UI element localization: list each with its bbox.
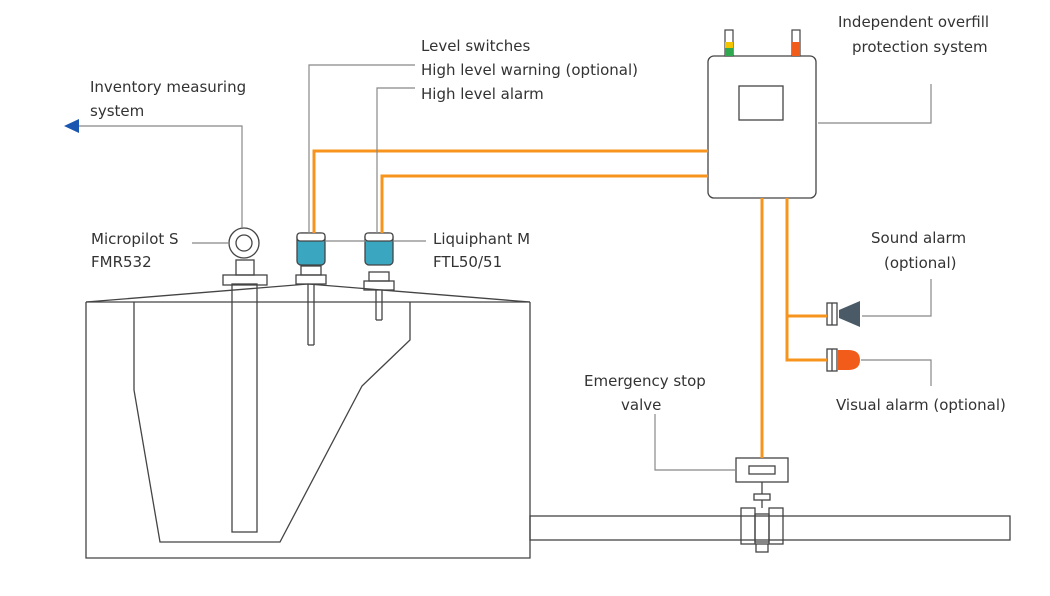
level-switch-icon	[296, 232, 326, 266]
indicator-lamp-right	[791, 29, 801, 57]
visual-alarm-device	[826, 348, 860, 372]
level-switch-alarm	[363, 232, 395, 321]
arrow-left-icon	[64, 119, 79, 133]
high-alarm-label: High level alarm	[421, 85, 544, 103]
emergency-stop-valve	[735, 457, 789, 553]
high-warning-label: High level warning (optional)	[421, 61, 638, 79]
inventory-label-2: system	[90, 102, 144, 120]
micropilot-label-1: Micropilot S	[91, 230, 179, 248]
pipeline	[529, 515, 1011, 541]
sound-alarm-label-1: Sound alarm	[871, 229, 966, 247]
level-switches-label: Level switches	[421, 37, 530, 55]
micropilot-sensor	[222, 227, 268, 286]
overfill-label-2: protection system	[852, 38, 988, 56]
diagram-labels: Inventory measuring system Level switche…	[90, 13, 1006, 414]
estop-label-1: Emergency stop	[584, 372, 706, 390]
valve-icon	[740, 507, 784, 553]
level-switch-warning	[295, 232, 327, 346]
liquiphant-label-1: Liquiphant M	[433, 230, 530, 248]
sound-alarm-device	[826, 301, 860, 327]
beacon-icon	[838, 350, 860, 370]
overfill-control-unit	[707, 29, 817, 199]
liquiphant-label-2: FTL50/51	[433, 253, 502, 271]
estop-label-2: valve	[621, 396, 661, 414]
indicator-lamp-left	[724, 29, 734, 57]
micropilot-label-2: FMR532	[91, 253, 152, 271]
radar-sensor-icon	[228, 227, 260, 259]
stilling-well	[231, 283, 258, 533]
overfill-label-1: Independent overfill	[838, 13, 989, 31]
visual-alarm-label: Visual alarm (optional)	[836, 396, 1006, 414]
tank-liquid-profile	[133, 302, 411, 543]
leader-lines	[76, 64, 932, 471]
signal-cables	[312, 149, 827, 458]
level-switch-icon	[364, 232, 394, 266]
sound-alarm-label-2: (optional)	[884, 254, 957, 272]
inventory-label-1: Inventory measuring	[90, 78, 246, 96]
horn-icon	[839, 301, 860, 327]
